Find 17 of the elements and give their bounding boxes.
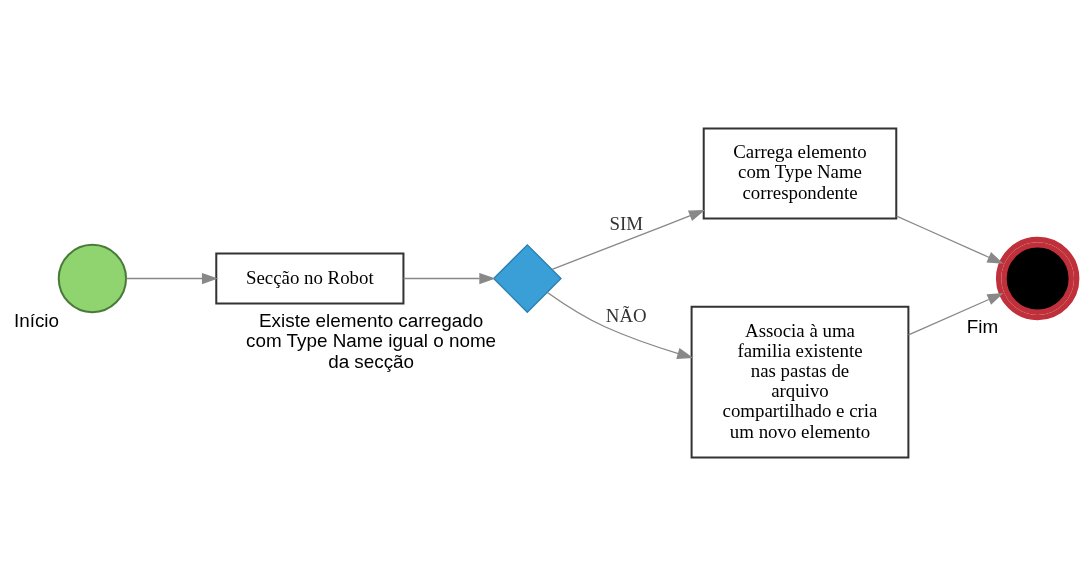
arrow	[551, 209, 706, 271]
node-label: Início	[13, 310, 60, 332]
node-box: Associa à uma familia existente nas pastas de arquivo compartilhado e cria um novo elemento	[690, 305, 910, 459]
arrow	[546, 291, 694, 359]
node-box: Secção no Robot	[215, 252, 405, 305]
edge-label: SIM	[609, 213, 644, 235]
node-diamond	[492, 243, 562, 314]
arrow	[125, 272, 219, 285]
arrow	[907, 292, 1004, 336]
node-label: Existe elemento carregado com Type Name igual o nome da secção	[246, 310, 497, 372]
arrow	[895, 215, 1004, 264]
node-circle	[995, 236, 1080, 321]
arrow	[402, 272, 496, 285]
node-box: Carrega elemento com Type Name correspondente	[702, 127, 898, 220]
node-circle	[57, 243, 128, 314]
node-label: Fim	[966, 315, 999, 337]
edge-label: NÃO	[605, 304, 647, 326]
